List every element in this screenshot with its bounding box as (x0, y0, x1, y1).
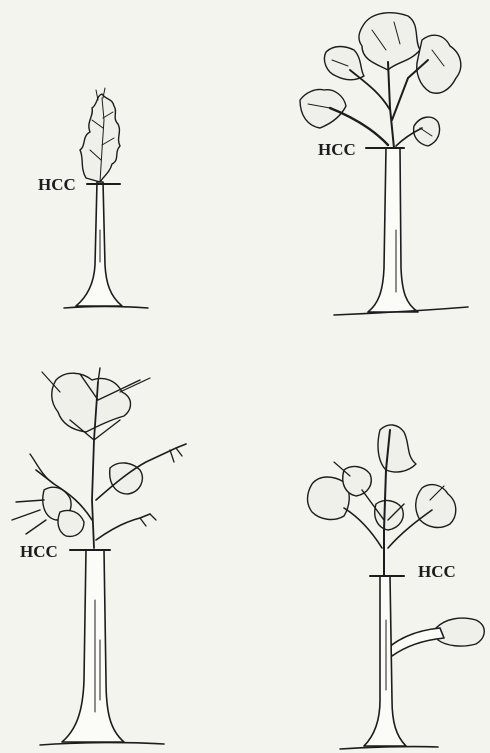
tree-4-hcc-label: HCC (418, 562, 456, 581)
tree-1-trunk (76, 182, 122, 306)
tree-2: HCC (300, 13, 468, 315)
tree-4-crown (308, 425, 485, 646)
tree-3-trunk (62, 550, 124, 742)
tree-4: HCC (308, 425, 485, 749)
tree-4-side-branch (388, 628, 444, 656)
tree-2-trunk (368, 148, 418, 312)
tree-1-hcc-label: HCC (38, 175, 76, 194)
tree-2-crown (300, 13, 461, 146)
tree-3-hcc-label: HCC (20, 542, 58, 561)
tree-1-crown (80, 88, 120, 182)
tree-3: HCC (12, 368, 186, 745)
tree-1: HCC (38, 88, 148, 308)
tree-2-hcc-label: HCC (318, 140, 356, 159)
tree-4-trunk (364, 576, 406, 746)
